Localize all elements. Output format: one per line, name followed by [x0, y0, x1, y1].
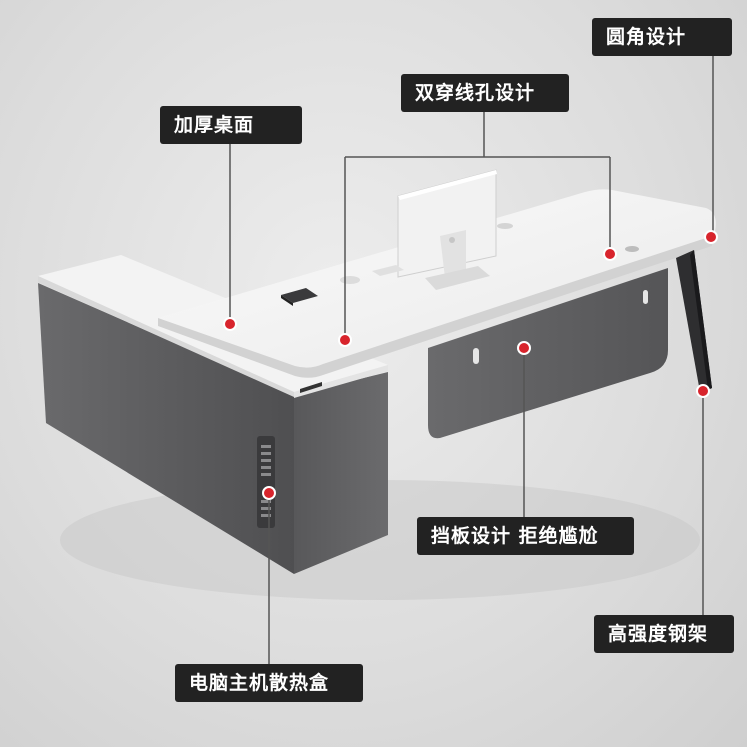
- marker-cable-hole-left: [338, 333, 352, 347]
- label-steel-frame: 高强度钢架: [594, 615, 734, 653]
- label-modesty-panel: 挡板设计 拒绝尴尬: [417, 517, 634, 555]
- label-cable-holes: 双穿线孔设计: [401, 74, 569, 112]
- marker-pc-case: [262, 486, 276, 500]
- marker-steel-frame: [696, 384, 710, 398]
- marker-modesty-panel: [517, 341, 531, 355]
- marker-thick-top: [223, 317, 237, 331]
- leader-lines: [229, 55, 714, 664]
- pc-vent-panel: [257, 436, 275, 528]
- monitor: [372, 169, 497, 290]
- marker-cable-hole-right: [603, 247, 617, 261]
- steel-leg: [676, 250, 712, 392]
- modesty-panel: [428, 268, 668, 439]
- label-thick-top: 加厚桌面: [160, 106, 302, 144]
- label-rounded-corner: 圆角设计: [592, 18, 732, 56]
- label-pc-case: 电脑主机散热盒: [175, 664, 363, 702]
- marker-rounded-corner: [704, 230, 718, 244]
- feature-markers: [223, 230, 718, 500]
